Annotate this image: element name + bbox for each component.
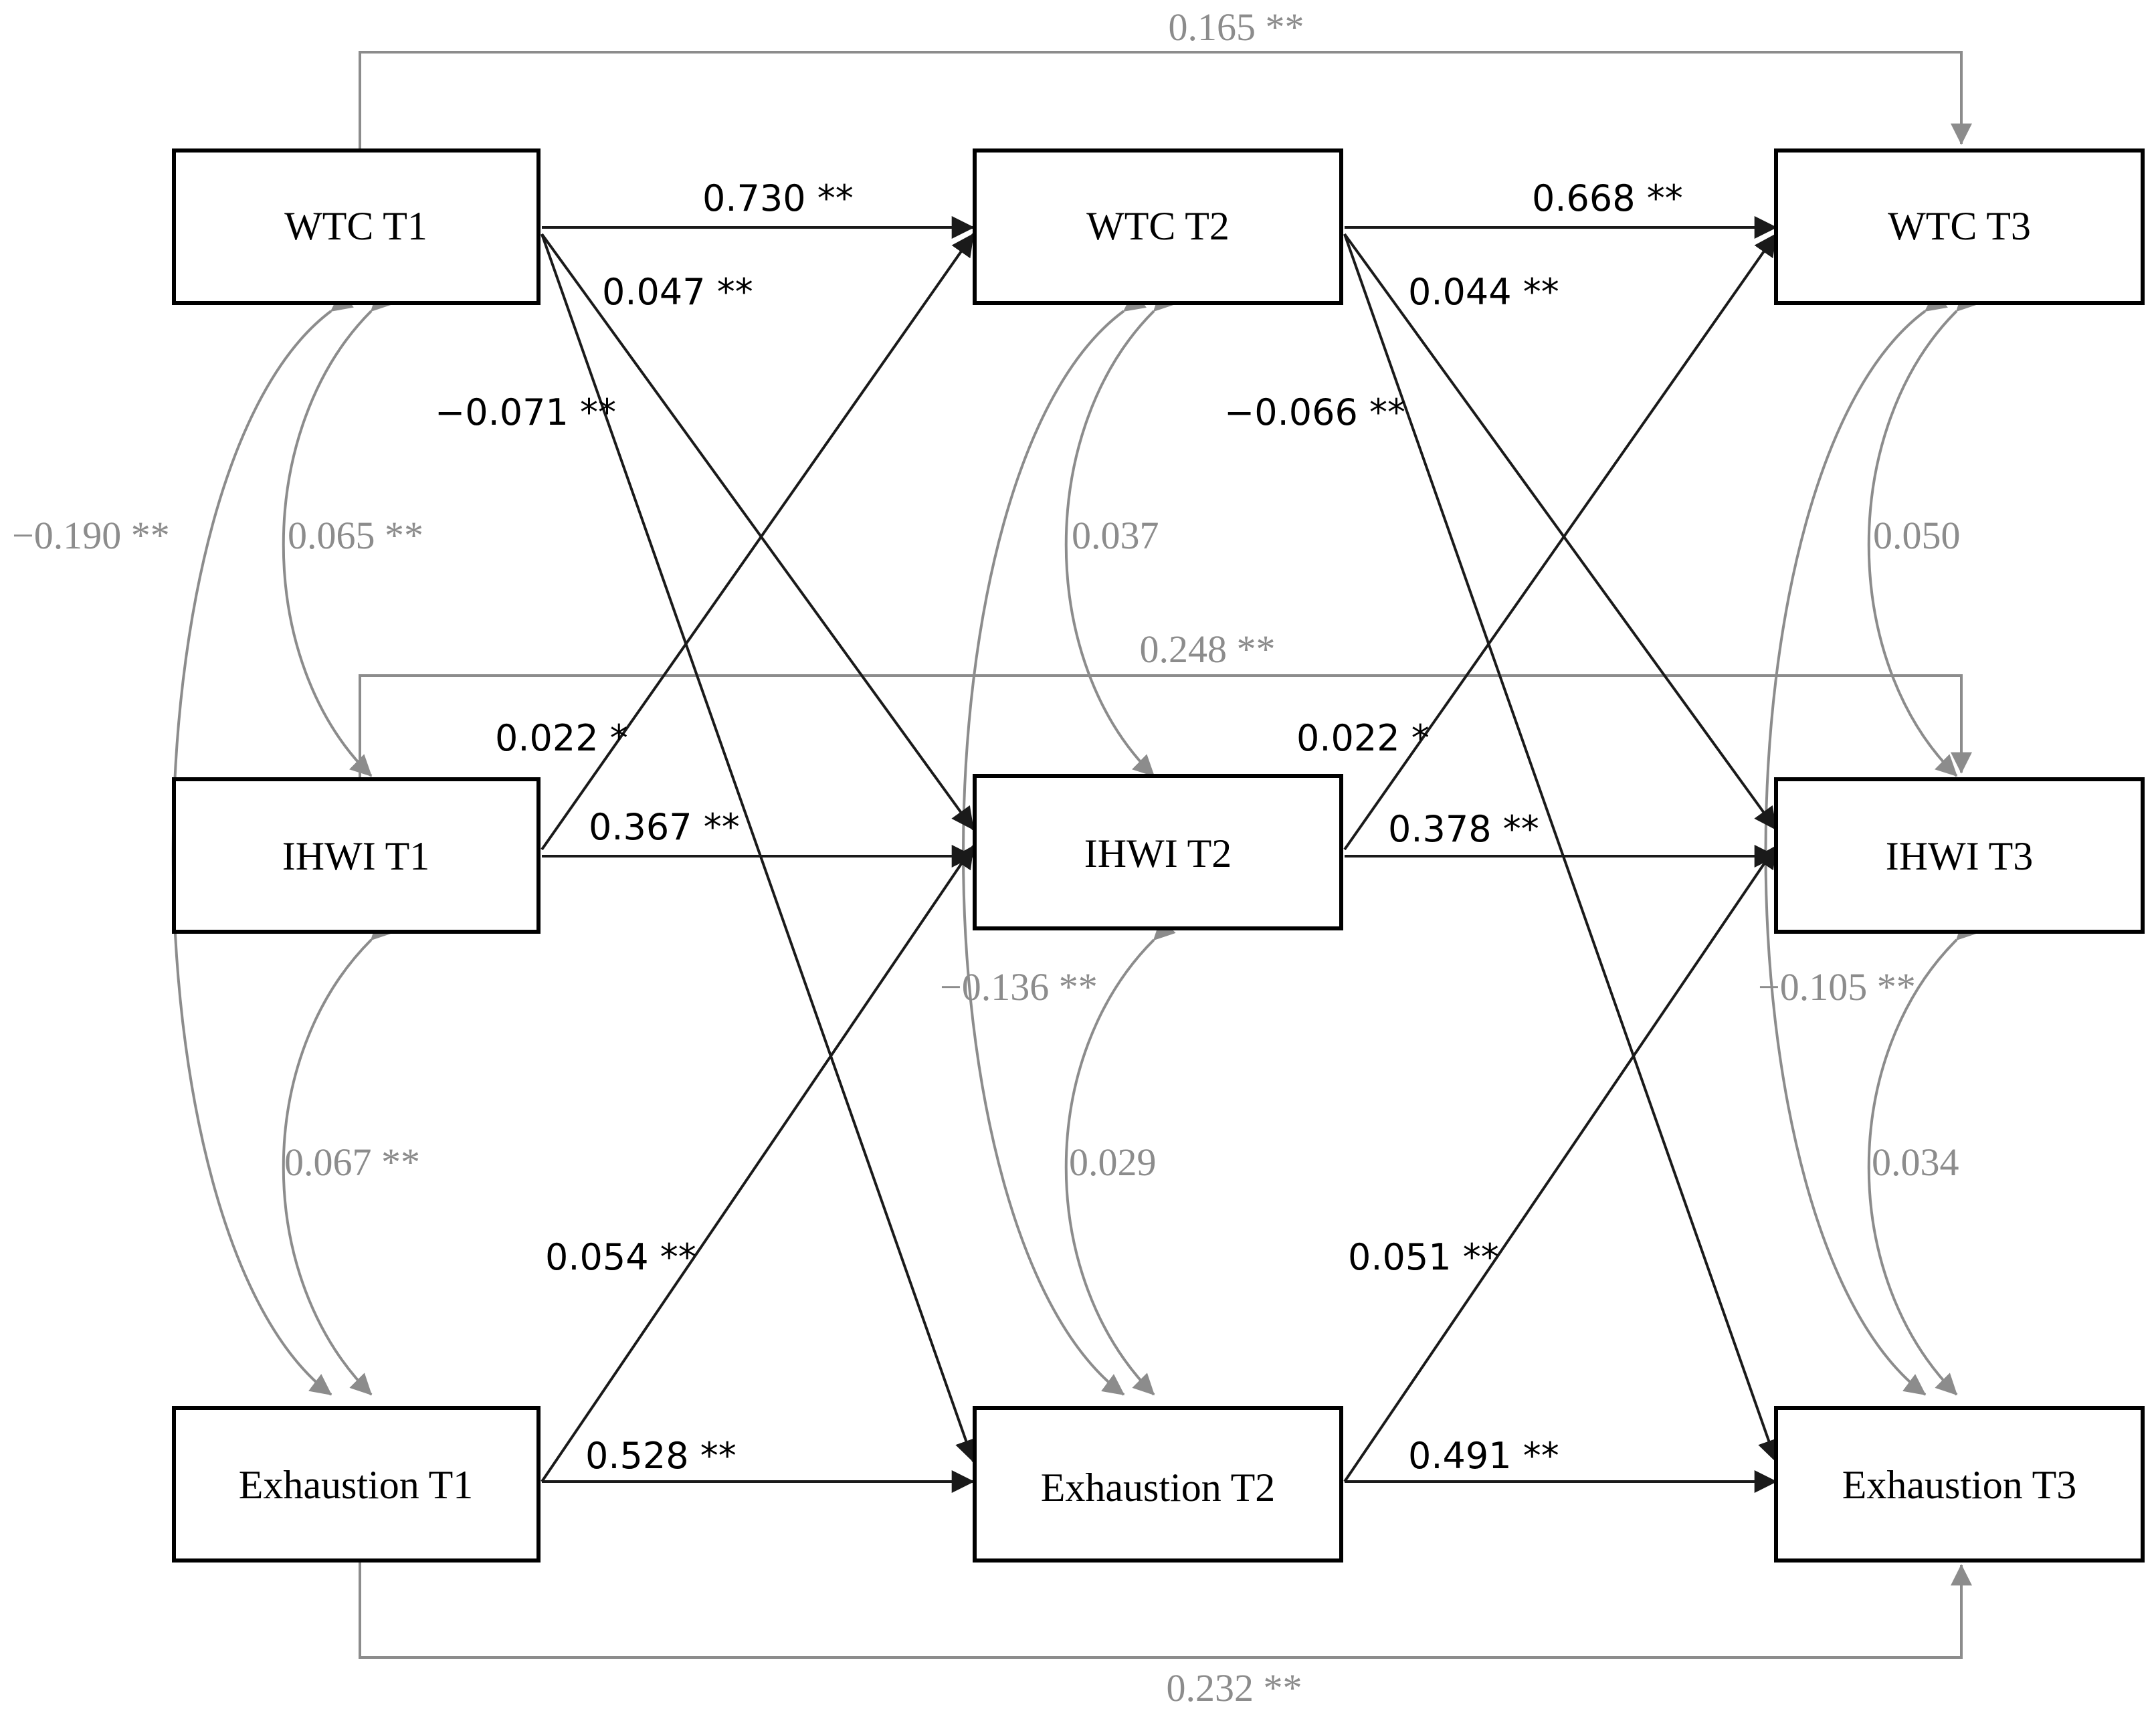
- coef-wtc-t1-exh-t2: −0.071 **: [435, 391, 616, 433]
- coef-ihwi-t1-ihwi-t3: 0.248 **: [1140, 627, 1276, 671]
- path-exh-t1-to-exh-t3: [359, 1560, 1972, 1659]
- coef-wtc-t2-exh-t3: −0.066 **: [1224, 391, 1405, 433]
- cov-label-t1-wtc-exh: −0.190 **: [12, 514, 170, 557]
- cov-label-t2-ihwi-exh: 0.029: [1069, 1140, 1157, 1184]
- node-wtc-t1: WTC T1: [172, 148, 541, 305]
- coef-wtc-t1-wtc-t3: 0.165 **: [1169, 5, 1304, 49]
- node-label: WTC T3: [1888, 204, 2031, 248]
- path-wtc-t1-to-wtc-t3: [359, 51, 1972, 150]
- node-label: WTC T2: [1086, 204, 1230, 248]
- path-ihwi-t2-to-wtc-t3: [1343, 233, 1777, 851]
- node-exhaustion-t2: Exhaustion T2: [973, 1406, 1343, 1563]
- cov-t2-wtc-ihwi: [1064, 289, 1176, 777]
- path-wtc-t2-to-exh-t3: [1343, 233, 1780, 1463]
- cov-label-t2-wtc-ihwi: 0.037: [1072, 514, 1159, 557]
- coef-ihwi-t2-ihwi-t3: 0.378 **: [1388, 808, 1539, 850]
- coef-wtc-t2-ihwi-t3: 0.044 **: [1408, 271, 1559, 313]
- node-ihwi-t2: IHWI T2: [973, 774, 1343, 930]
- node-label: WTC T1: [284, 204, 427, 248]
- coef-wtc-t1-ihwi-t2: 0.047 **: [602, 271, 753, 313]
- coef-ihwi-t1-wtc-t2: 0.022 *: [495, 717, 628, 759]
- coef-ihwi-t2-wtc-t3: 0.022 *: [1296, 717, 1430, 759]
- node-wtc-t3: WTC T3: [1774, 148, 2145, 305]
- coef-ihwi-t1-ihwi-t2: 0.367 **: [589, 806, 740, 848]
- coef-wtc-t1-wtc-t2: 0.730 **: [702, 177, 854, 219]
- cov-t2-ihwi-exh: [1064, 918, 1176, 1396]
- cov-t1-wtc-ihwi: [282, 289, 393, 777]
- cov-label-t3-wtc-exh: −0.105 **: [1758, 965, 1916, 1009]
- node-exhaustion-t1: Exhaustion T1: [172, 1406, 541, 1563]
- path-ihwi-t1-to-wtc-t2: [541, 233, 975, 851]
- node-label: Exhaustion T1: [239, 1463, 474, 1507]
- node-label: IHWI T3: [1886, 834, 2034, 878]
- coef-exh-t2-ihwi-t3: 0.051 **: [1348, 1236, 1499, 1278]
- cov-t1-ihwi-exh: [282, 918, 393, 1396]
- node-label: IHWI T1: [282, 834, 430, 878]
- coef-exh-t2-exh-t3: 0.491 **: [1408, 1435, 1559, 1477]
- node-ihwi-t3: IHWI T3: [1774, 777, 2145, 934]
- cov-label-t1-wtc-ihwi: 0.065 **: [288, 514, 423, 557]
- node-wtc-t2: WTC T2: [973, 148, 1343, 305]
- path-wtc-t1-to-ihwi-t2: [541, 233, 975, 831]
- coef-exh-t1-exh-t2: 0.528 **: [585, 1435, 737, 1477]
- path-exh-t1-to-ihwi-t2: [541, 845, 975, 1483]
- node-label: Exhaustion T2: [1041, 1466, 1276, 1510]
- cov-label-t3-wtc-ihwi: 0.050: [1873, 514, 1961, 557]
- cov-label-t2-wtc-exh: −0.136 **: [940, 965, 1098, 1009]
- cov-t3-wtc-ihwi: [1867, 289, 1979, 777]
- path-wtc-t2-to-ihwi-t3: [1343, 233, 1777, 831]
- coef-exh-t1-exh-t3: 0.232 **: [1167, 1666, 1302, 1710]
- coef-wtc-t2-wtc-t3: 0.668 **: [1532, 177, 1683, 219]
- path-exh-t2-to-ihwi-t3: [1343, 845, 1777, 1483]
- cov-label-t1-ihwi-exh: 0.067 **: [284, 1140, 420, 1184]
- node-ihwi-t1: IHWI T1: [172, 777, 541, 934]
- node-label: IHWI T2: [1084, 831, 1232, 876]
- path-wtc-t1-to-exh-t2: [541, 233, 977, 1463]
- cov-t3-ihwi-exh: [1867, 918, 1979, 1396]
- coef-exh-t1-ihwi-t2: 0.054 **: [545, 1236, 696, 1278]
- node-exhaustion-t3: Exhaustion T3: [1774, 1406, 2145, 1563]
- node-label: Exhaustion T3: [1842, 1463, 2077, 1507]
- cov-label-t3-ihwi-exh: 0.034: [1872, 1140, 1959, 1184]
